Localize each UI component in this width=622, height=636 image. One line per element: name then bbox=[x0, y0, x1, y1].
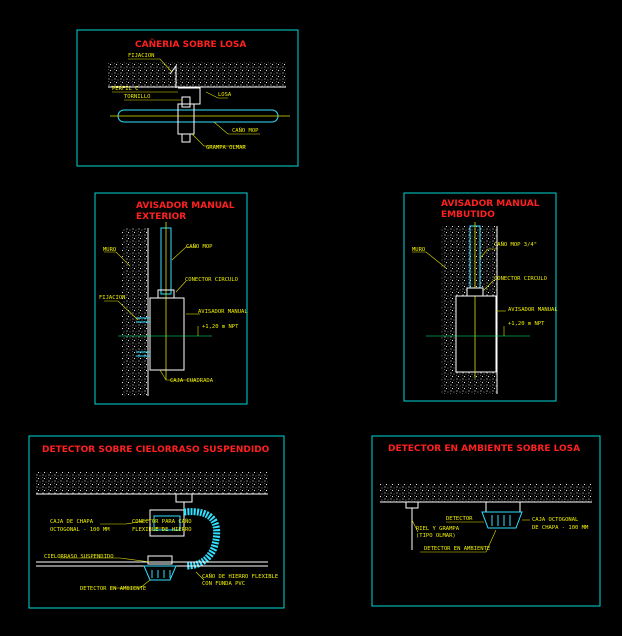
leader-cano bbox=[213, 121, 260, 135]
label-tornillo: TORNILLO bbox=[124, 94, 151, 100]
leader-fijacion bbox=[128, 58, 173, 73]
label-conector: CONECTOR CIRCULO bbox=[494, 276, 547, 282]
label-conector-line2: FLEXIBLE DE HIERRO bbox=[132, 527, 192, 533]
detector-head bbox=[143, 565, 177, 581]
label-fijacion: FIJACION bbox=[99, 295, 126, 301]
flexible-conduit bbox=[183, 508, 221, 570]
leader-conector bbox=[175, 280, 187, 293]
c-profile bbox=[178, 87, 201, 105]
label-caja-line1: CAJA DE CHAPA bbox=[50, 519, 94, 525]
clamp-nut bbox=[181, 133, 191, 143]
leader-muro bbox=[412, 251, 447, 269]
label-conector: CONECTOR CIRCULO bbox=[185, 277, 238, 283]
slab-losa bbox=[380, 484, 592, 502]
detail3-frame bbox=[403, 192, 557, 402]
clamp-grampa bbox=[177, 103, 195, 135]
slab-losa bbox=[36, 472, 268, 494]
fixing-anchor-bottom bbox=[136, 351, 150, 357]
leader-flex bbox=[195, 571, 205, 581]
connector bbox=[466, 287, 484, 297]
detail2-frame bbox=[94, 192, 248, 405]
label-riel-line1: RIEL Y GRAMPA bbox=[416, 526, 460, 532]
label-muro: MURO bbox=[103, 247, 116, 253]
leader-grampa bbox=[191, 133, 246, 147]
fixing-anchor bbox=[169, 64, 177, 88]
label-detector: DETECTOR EN AMBIENTE bbox=[80, 586, 146, 592]
label-cano: CAÑO MOP bbox=[186, 243, 213, 250]
detail-detector-losa: DETECTOR EN AMBIENTE SOBRE LOSA DETECTOR… bbox=[371, 435, 601, 607]
detail3-title-line2: EMBUTIDO bbox=[441, 210, 495, 220]
detail-caneria-sobre-losa: CAÑERIA SOBRE LOSA FIJACION PERFIL C TOR… bbox=[76, 29, 299, 167]
label-losa: LOSA bbox=[218, 92, 232, 98]
leader-cano bbox=[479, 248, 498, 259]
leader-cano bbox=[171, 246, 196, 261]
label-grampa: GRAMPA OLMAR bbox=[206, 145, 246, 151]
box-octogonal bbox=[149, 509, 185, 537]
slab-losa bbox=[108, 62, 286, 87]
rail-grampa bbox=[405, 501, 419, 509]
label-fijacion: FIJACION bbox=[128, 53, 155, 59]
label-avisador: AVISADOR MANUAL bbox=[508, 307, 558, 313]
leader-conector bbox=[483, 279, 495, 291]
label-caja-line2: DE CHAPA - 100 MM bbox=[532, 525, 589, 531]
label-flex-line2: CON FUNDA PVC bbox=[202, 581, 245, 587]
label-caja: CAJA CUADRADA bbox=[170, 378, 214, 384]
leader-detector bbox=[110, 579, 151, 589]
label-riel-line2: (TIPO OLMAR) bbox=[416, 533, 456, 539]
label-perfil: PERFIL C bbox=[112, 86, 139, 92]
detector-base bbox=[147, 555, 173, 565]
leader-riel bbox=[411, 519, 419, 533]
label-cano: CAÑO MOP bbox=[232, 127, 259, 134]
box-inner bbox=[153, 515, 181, 531]
label-cano: CAÑO MOP 3/4" bbox=[494, 241, 537, 248]
leader-cielorraso bbox=[60, 557, 151, 563]
label-flex-line1: CAÑO DE HIERRO FLEXIBLE bbox=[202, 573, 278, 580]
detail1-frame bbox=[76, 29, 299, 167]
label-nivel: +1,20 m NPT bbox=[202, 324, 239, 330]
box-octogonal bbox=[485, 501, 521, 513]
label-nivel: +1,20 m NPT bbox=[508, 321, 545, 327]
leader-losa bbox=[205, 91, 228, 99]
label-caja-line2: OCTOGONAL - 100 MM bbox=[50, 527, 110, 533]
label-detector-top: DETECTOR bbox=[446, 516, 473, 522]
detail-detector-cielorraso: DETECTOR SOBRE CIELORRASO SUSPENDIDO CAJ… bbox=[28, 435, 285, 609]
detail3-title-line1: AVISADOR MANUAL bbox=[441, 199, 540, 209]
detector-vents bbox=[151, 570, 171, 578]
label-caja-line1: CAJA OCTOGONAL bbox=[532, 517, 579, 523]
leader-caja bbox=[159, 369, 196, 381]
detail2-title-line1: AVISADOR MANUAL bbox=[136, 201, 235, 211]
label-muro: MURO bbox=[412, 247, 425, 253]
screw-tornillo bbox=[181, 96, 191, 108]
detector-head bbox=[481, 511, 523, 529]
box-embedded bbox=[455, 295, 497, 373]
leader-fijacion bbox=[104, 300, 139, 321]
detail1-title: CAÑERIA SOBRE LOSA bbox=[135, 39, 246, 50]
detail5-title: DETECTOR EN AMBIENTE SOBRE LOSA bbox=[388, 444, 580, 454]
detail-avisador-embutido: AVISADOR MANUAL EMBUTIDO MURO CAÑO MOP 3… bbox=[403, 192, 558, 402]
leader-caja bbox=[100, 519, 151, 525]
label-avisador: AVISADOR MANUAL bbox=[198, 309, 248, 315]
detail4-title: DETECTOR SOBRE CIELORRASO SUSPENDIDO bbox=[42, 445, 270, 455]
detail4-frame bbox=[28, 435, 285, 609]
box-caja-cuadrada bbox=[149, 297, 185, 371]
leader-muro bbox=[104, 251, 131, 267]
detail5-frame bbox=[371, 435, 601, 607]
label-detector: DETECTOR EN AMBIENTE bbox=[424, 546, 490, 552]
label-conector-line1: CONECTOR PARA CAÑO bbox=[132, 518, 192, 525]
leader-detector bbox=[420, 529, 497, 553]
detail-avisador-exterior: AVISADOR MANUAL EXTERIOR MURO CAÑO MOP C… bbox=[94, 192, 248, 405]
detector-vents bbox=[491, 515, 511, 526]
rail-support bbox=[175, 493, 193, 503]
wall-muro bbox=[122, 228, 148, 396]
label-cielorraso: CIELORRASO SUSPENDIDO bbox=[44, 554, 114, 560]
detail2-title-line2: EXTERIOR bbox=[136, 212, 186, 222]
fixing-anchor-top bbox=[136, 317, 150, 323]
